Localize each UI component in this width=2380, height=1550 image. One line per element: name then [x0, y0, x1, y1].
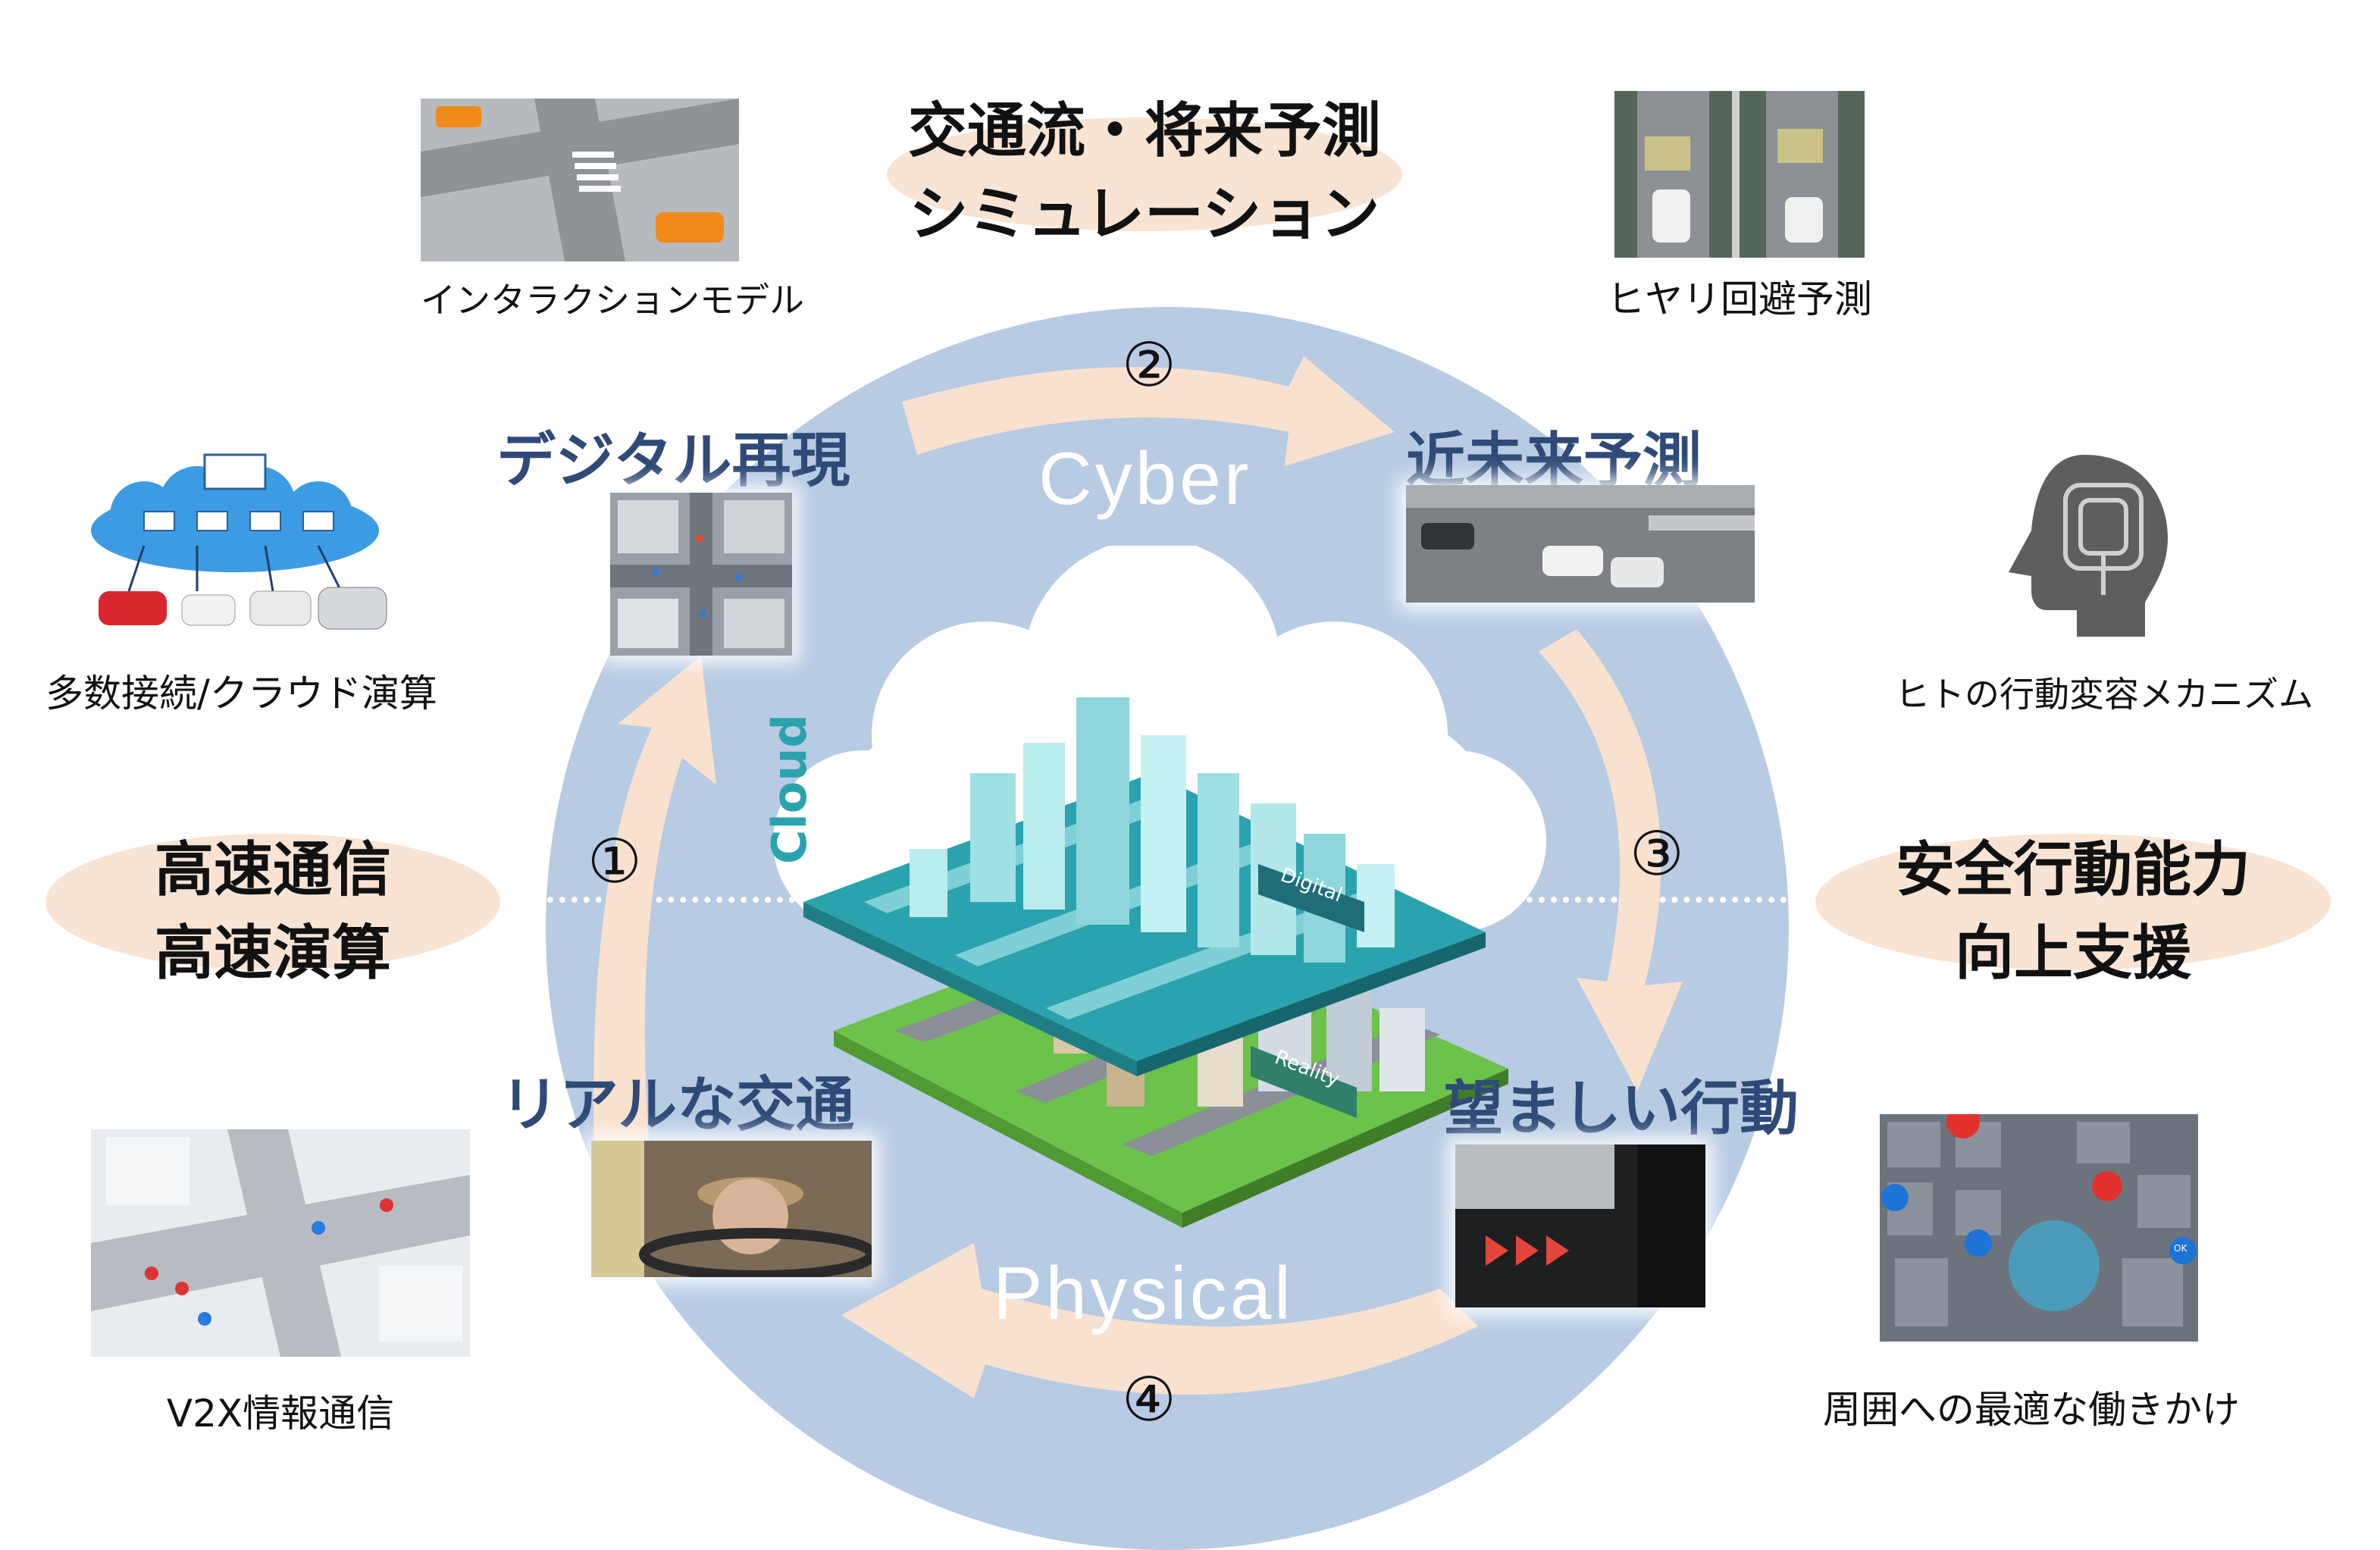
head-brain-icon: [2009, 455, 2168, 637]
reality-tag: [1251, 1046, 1357, 1118]
step-number-4: ④: [1122, 1364, 1176, 1435]
simulation-title-line1: 交通流・将来予測: [907, 97, 1381, 165]
high-speed-communication: 高速通信: [154, 836, 391, 904]
safe-driving-ability: 安全行動能力: [1895, 836, 2250, 904]
arrow-step-3: [1539, 629, 1683, 1091]
cyber-label: Cyber: [1038, 437, 1252, 520]
ok-badge: OK: [2174, 1243, 2187, 1254]
surroundings-caption: 周囲への最適な働きかけ: [1823, 1388, 2240, 1432]
high-speed-computation: 高速演算: [154, 919, 391, 988]
v2x-image: [91, 1129, 470, 1357]
v2x-caption: V2X情報通信: [166, 1392, 395, 1436]
step-label-digital-reproduction: デジタル再現: [496, 427, 850, 495]
arrow-step-4: [841, 1243, 1478, 1398]
improvement-support: 向上支援: [1954, 919, 2191, 988]
dashboard-warning-image: [1455, 1144, 1705, 1307]
step-number-1: ①: [587, 826, 642, 897]
human-behavior-caption: ヒトの行動変容メカニズム: [1895, 674, 2313, 715]
city-map-image: OK: [1880, 1114, 2198, 1342]
multi-connection-illustration: [91, 453, 387, 630]
arrow-step-1: [593, 656, 716, 1251]
near-miss-prediction-image: [1614, 91, 1865, 258]
digital-tag: [1258, 864, 1364, 932]
step-label-real-traffic: リアルな交通: [500, 1071, 855, 1139]
interaction-model-caption: インタラクションモデル: [421, 280, 804, 321]
arrow-step-2: [902, 356, 1395, 466]
digital-twin-city: [773, 546, 1546, 1228]
step-number-3: ③: [1630, 819, 1684, 889]
driver-photo: [591, 1141, 872, 1277]
near-miss-caption: ヒヤリ回避予測: [1607, 277, 1872, 321]
physical-label: Physical: [993, 1251, 1294, 1335]
step-number-2: ②: [1122, 330, 1176, 400]
near-future-prediction-image: [1406, 485, 1755, 603]
interaction-model-image: [421, 99, 739, 261]
simulation-title-line2: シミュレーション: [909, 180, 1380, 249]
cloud-label: Cloud: [762, 714, 817, 864]
digital-layer: [803, 697, 1486, 1076]
title-ellipse: [887, 117, 1402, 231]
step-label-near-future-prediction: 近未来予測: [1406, 427, 1702, 495]
multi-connection-caption: 多数接続/クラウド演算: [45, 672, 437, 716]
step-label-desirable-action: 望ましい行動: [1444, 1075, 1799, 1143]
digital-reproduction-image: [610, 493, 792, 656]
left-ellipse: [45, 834, 500, 970]
right-ellipse: [1815, 834, 2331, 970]
